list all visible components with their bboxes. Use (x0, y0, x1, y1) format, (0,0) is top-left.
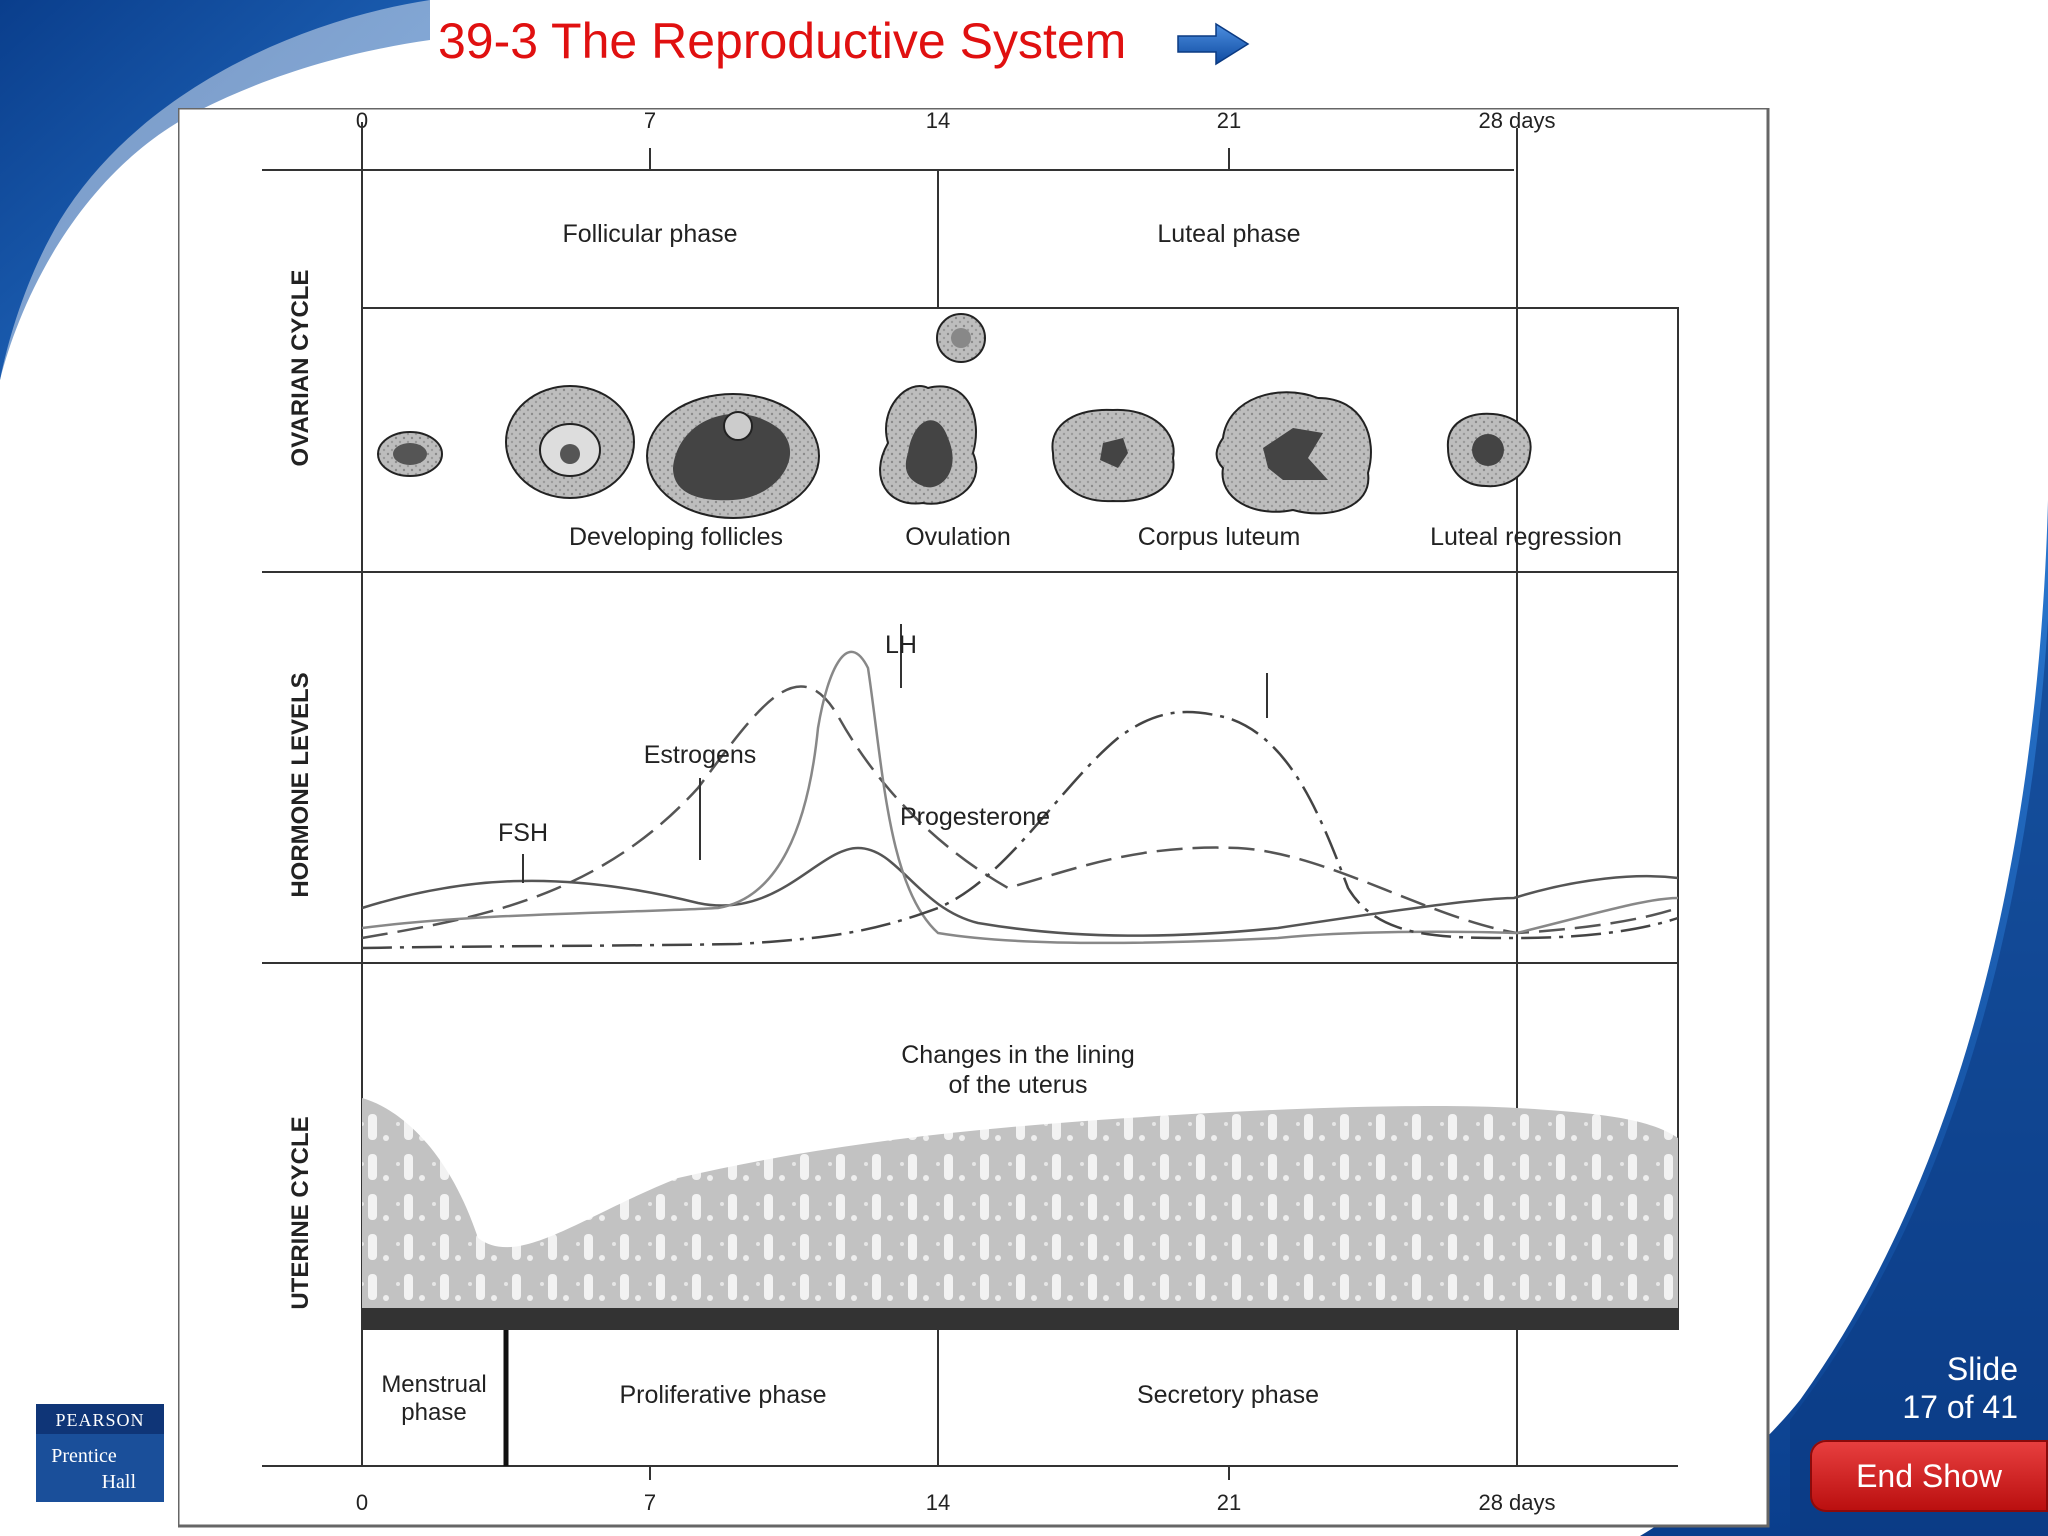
next-slide-arrow-icon[interactable] (1176, 22, 1250, 66)
estrogens-label: Estrogens (644, 741, 757, 769)
slide-counter-line1: Slide (1946, 1351, 2018, 1387)
hormone-label-leaders (522, 624, 1268, 883)
logo-brand: PEARSON (55, 1410, 144, 1430)
top-tick-28: 28 days (1478, 108, 1555, 133)
menstrual-cycle-figure: 0 7 14 21 28 days OVARIAN CYCLE HORMONE … (178, 108, 1770, 1528)
slide-counter: Slide 17 of 41 (1878, 1350, 2018, 1426)
fsh-label: FSH (498, 819, 548, 847)
hormone-curves (361, 650, 1679, 950)
menstrual-phase-line1: Menstrual (381, 1371, 486, 1398)
uterine-cycle-label: UTERINE CYCLE (287, 1116, 314, 1309)
top-tick-21: 21 (1217, 108, 1241, 133)
bottom-tick-7: 7 (644, 1490, 656, 1515)
luteal-phase-label: Luteal phase (1157, 220, 1300, 248)
ovulation-label: Ovulation (905, 523, 1011, 551)
uterus-caption-line2: of the uterus (949, 1071, 1088, 1099)
ovary-follicle-drawings (377, 313, 1532, 519)
corpus-luteum-label: Corpus luteum (1138, 523, 1301, 551)
top-tick-0: 0 (356, 108, 368, 133)
pearson-prentice-hall-logo: PEARSON Prentice Hall (36, 1404, 164, 1502)
bottom-tick-0: 0 (356, 1490, 368, 1515)
ovarian-cycle-label: OVARIAN CYCLE (287, 270, 314, 467)
top-tick-14: 14 (926, 108, 950, 133)
slide-counter-line2: 17 of 41 (1902, 1389, 2018, 1425)
bottom-tick-21: 21 (1217, 1490, 1241, 1515)
logo-line2: Hall (102, 1471, 137, 1493)
proliferative-phase-label: Proliferative phase (619, 1381, 826, 1409)
progesterone-label: Progesterone (900, 803, 1050, 831)
top-tick-7: 7 (644, 108, 656, 133)
secretory-phase-label: Secretory phase (1137, 1381, 1319, 1409)
end-show-button[interactable]: End Show (1810, 1440, 2048, 1512)
bottom-tick-28: 28 days (1478, 1490, 1555, 1515)
menstrual-phase-line2: phase (401, 1399, 466, 1426)
developing-follicles-label: Developing follicles (569, 523, 783, 551)
hormone-levels-label: HORMONE LEVELS (287, 672, 314, 897)
top-axis-ticks: 0 7 14 21 28 days (356, 108, 1556, 1466)
uterus-caption-line1: Changes in the lining (901, 1041, 1135, 1069)
uterine-muscle-layer (362, 1308, 1678, 1330)
luteal-regression-label: Luteal regression (1430, 523, 1622, 551)
logo-line1: Prentice (51, 1445, 117, 1467)
bottom-tick-14: 14 (926, 1490, 950, 1515)
bottom-axis-ticks: 0 7 14 21 28 days (356, 1490, 1556, 1515)
lh-label: LH (885, 631, 917, 659)
follicular-phase-label: Follicular phase (562, 220, 737, 248)
slide-title: 39-3 The Reproductive System (438, 13, 1127, 69)
uterine-lining-drawing (362, 1098, 1678, 1308)
